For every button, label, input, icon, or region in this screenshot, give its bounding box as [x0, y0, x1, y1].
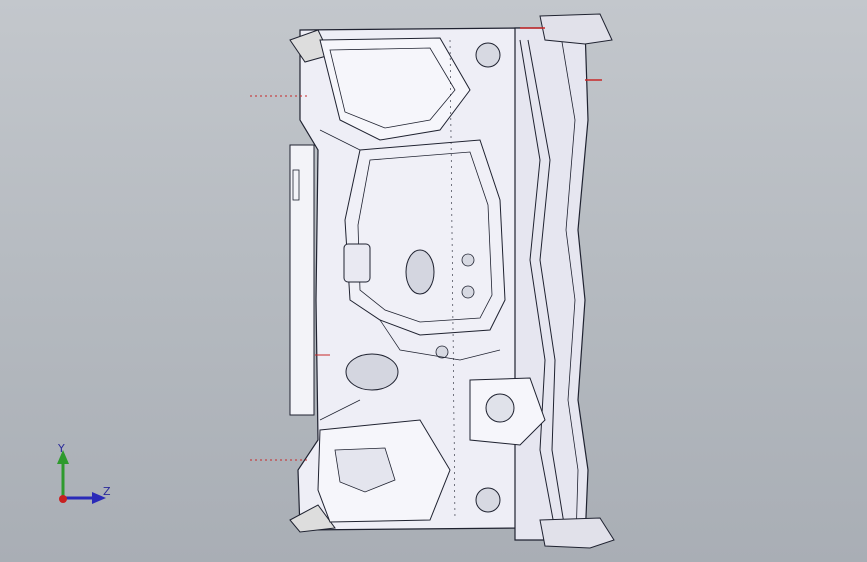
triad-y-label: Y [58, 442, 65, 455]
oval-hole-center [405, 249, 435, 295]
bottom-bracket [539, 517, 615, 549]
oval-hole-lower [345, 353, 399, 391]
left-sill [289, 144, 315, 416]
hole-top-right [475, 42, 501, 68]
triad-z-label: Z [103, 485, 111, 498]
center-tunnel [344, 139, 506, 336]
coordinate-triad [48, 438, 118, 510]
hole-bottom-right [475, 487, 501, 513]
top-bracket [539, 13, 613, 45]
